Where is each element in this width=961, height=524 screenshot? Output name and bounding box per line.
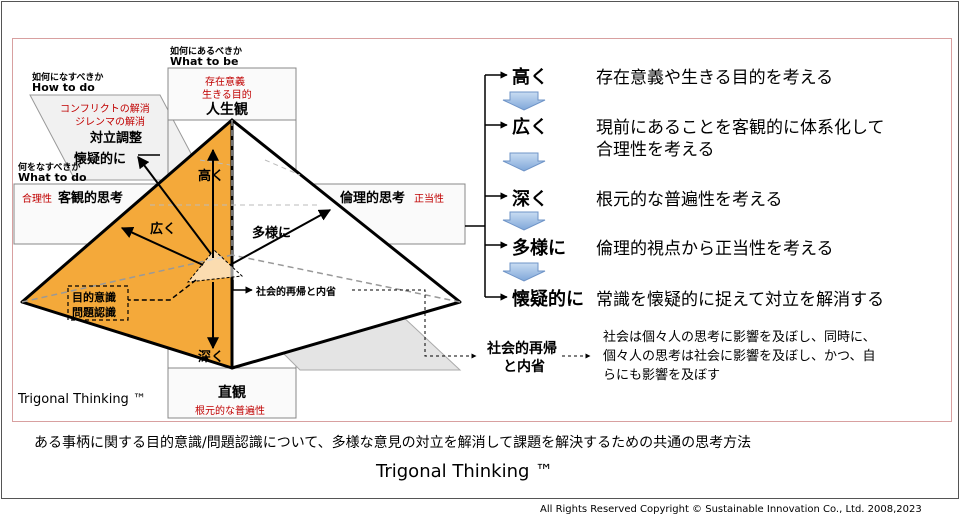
step-2-desc2: 合理性を考える (596, 140, 715, 160)
top-box-line1: 存在意義 (205, 77, 245, 88)
left-box-title: 客観的思考 (58, 191, 124, 206)
conflict-title: 対立調整 (90, 131, 143, 146)
copyright: All Rights Reserved Copyright © Sustaina… (540, 504, 922, 515)
blue-down-arrow-1 (502, 91, 546, 111)
brand-left: Trigonal Thinking ™ (18, 392, 146, 407)
social-reflex-small: 社会的再帰と内省 (256, 287, 336, 298)
step-1-desc: 存在意義や生きる目的を考える (596, 68, 834, 88)
pyramid-wide-label: 広く (150, 222, 177, 237)
blue-down-arrow-2 (502, 152, 546, 172)
pyramid-high-label: 高く (198, 169, 225, 184)
social-desc3: らにも影響を及ぼす (603, 368, 721, 383)
top-box-title: 人生観 (206, 102, 248, 118)
blue-down-arrow-3 (502, 211, 546, 231)
purpose-label: 目的意識 (72, 291, 116, 304)
inner-triangle (186, 249, 244, 283)
caption: ある事柄に関する目的意識/問題認識について、多様な意見の対立を解消して課題を解決… (34, 435, 752, 451)
step-4-label: 多様に (512, 238, 566, 259)
step-4-desc: 倫理的視点から正当性を考える (596, 239, 834, 259)
skeptical-side-label: 懐疑的に (74, 152, 127, 167)
pyramid-diverse-label: 多様に (252, 226, 292, 241)
caption-title: Trigonal Thinking ™ (376, 461, 554, 482)
top-box-line2: 生きる目的 (202, 90, 252, 101)
social-desc1: 社会は個々人の思考に影響を及ぼし、同時に、 (603, 330, 876, 345)
social-title1: 社会的再帰 (487, 341, 557, 357)
what-to-be-en: What to be (170, 55, 239, 68)
blue-down-arrow-4 (502, 262, 546, 282)
social-title2: と内省 (503, 359, 545, 375)
step-5-desc: 常識を懐疑的に捉えて対立を解消する (596, 290, 885, 310)
how-to-do-en: How to do (32, 81, 95, 94)
left-box-tag: 合理性 (22, 194, 52, 205)
step-1-label: 高く (512, 67, 548, 88)
step-2-label: 広く (512, 117, 548, 138)
outer-frame (1, 1, 959, 499)
purpose-box (67, 285, 129, 321)
what-to-be-jp: 如何にあるべきか (170, 47, 243, 57)
step-3-desc: 根元的な普遍性を考える (596, 190, 783, 210)
social-desc2: 個々人の思考は社会に影響を及ぼし、かつ、自 (603, 349, 876, 364)
how-to-do-jp: 如何になすべきか (32, 73, 104, 83)
right-box-title: 倫理的思考 (340, 191, 406, 206)
bottom-box-title: 直観 (218, 385, 246, 401)
bottom-box-subtitle: 根元的な普遍性 (195, 406, 265, 417)
pyramid-deep-label: 深く (198, 350, 225, 365)
step-5-label: 懐疑的に (512, 289, 584, 310)
right-box-tag: 正当性 (414, 194, 444, 205)
step-2-desc: 現前にあることを客観的に体系化して (596, 118, 885, 138)
what-to-do-en: What to do (18, 171, 87, 184)
step-3-label: 深く (512, 189, 548, 210)
what-to-do-jp: 何をなすべきか (18, 163, 81, 173)
conflict-line2: ジレンマの解消 (75, 117, 145, 128)
problem-label: 問題認識 (72, 306, 116, 319)
conflict-line1: コンフリクトの解消 (60, 104, 150, 115)
